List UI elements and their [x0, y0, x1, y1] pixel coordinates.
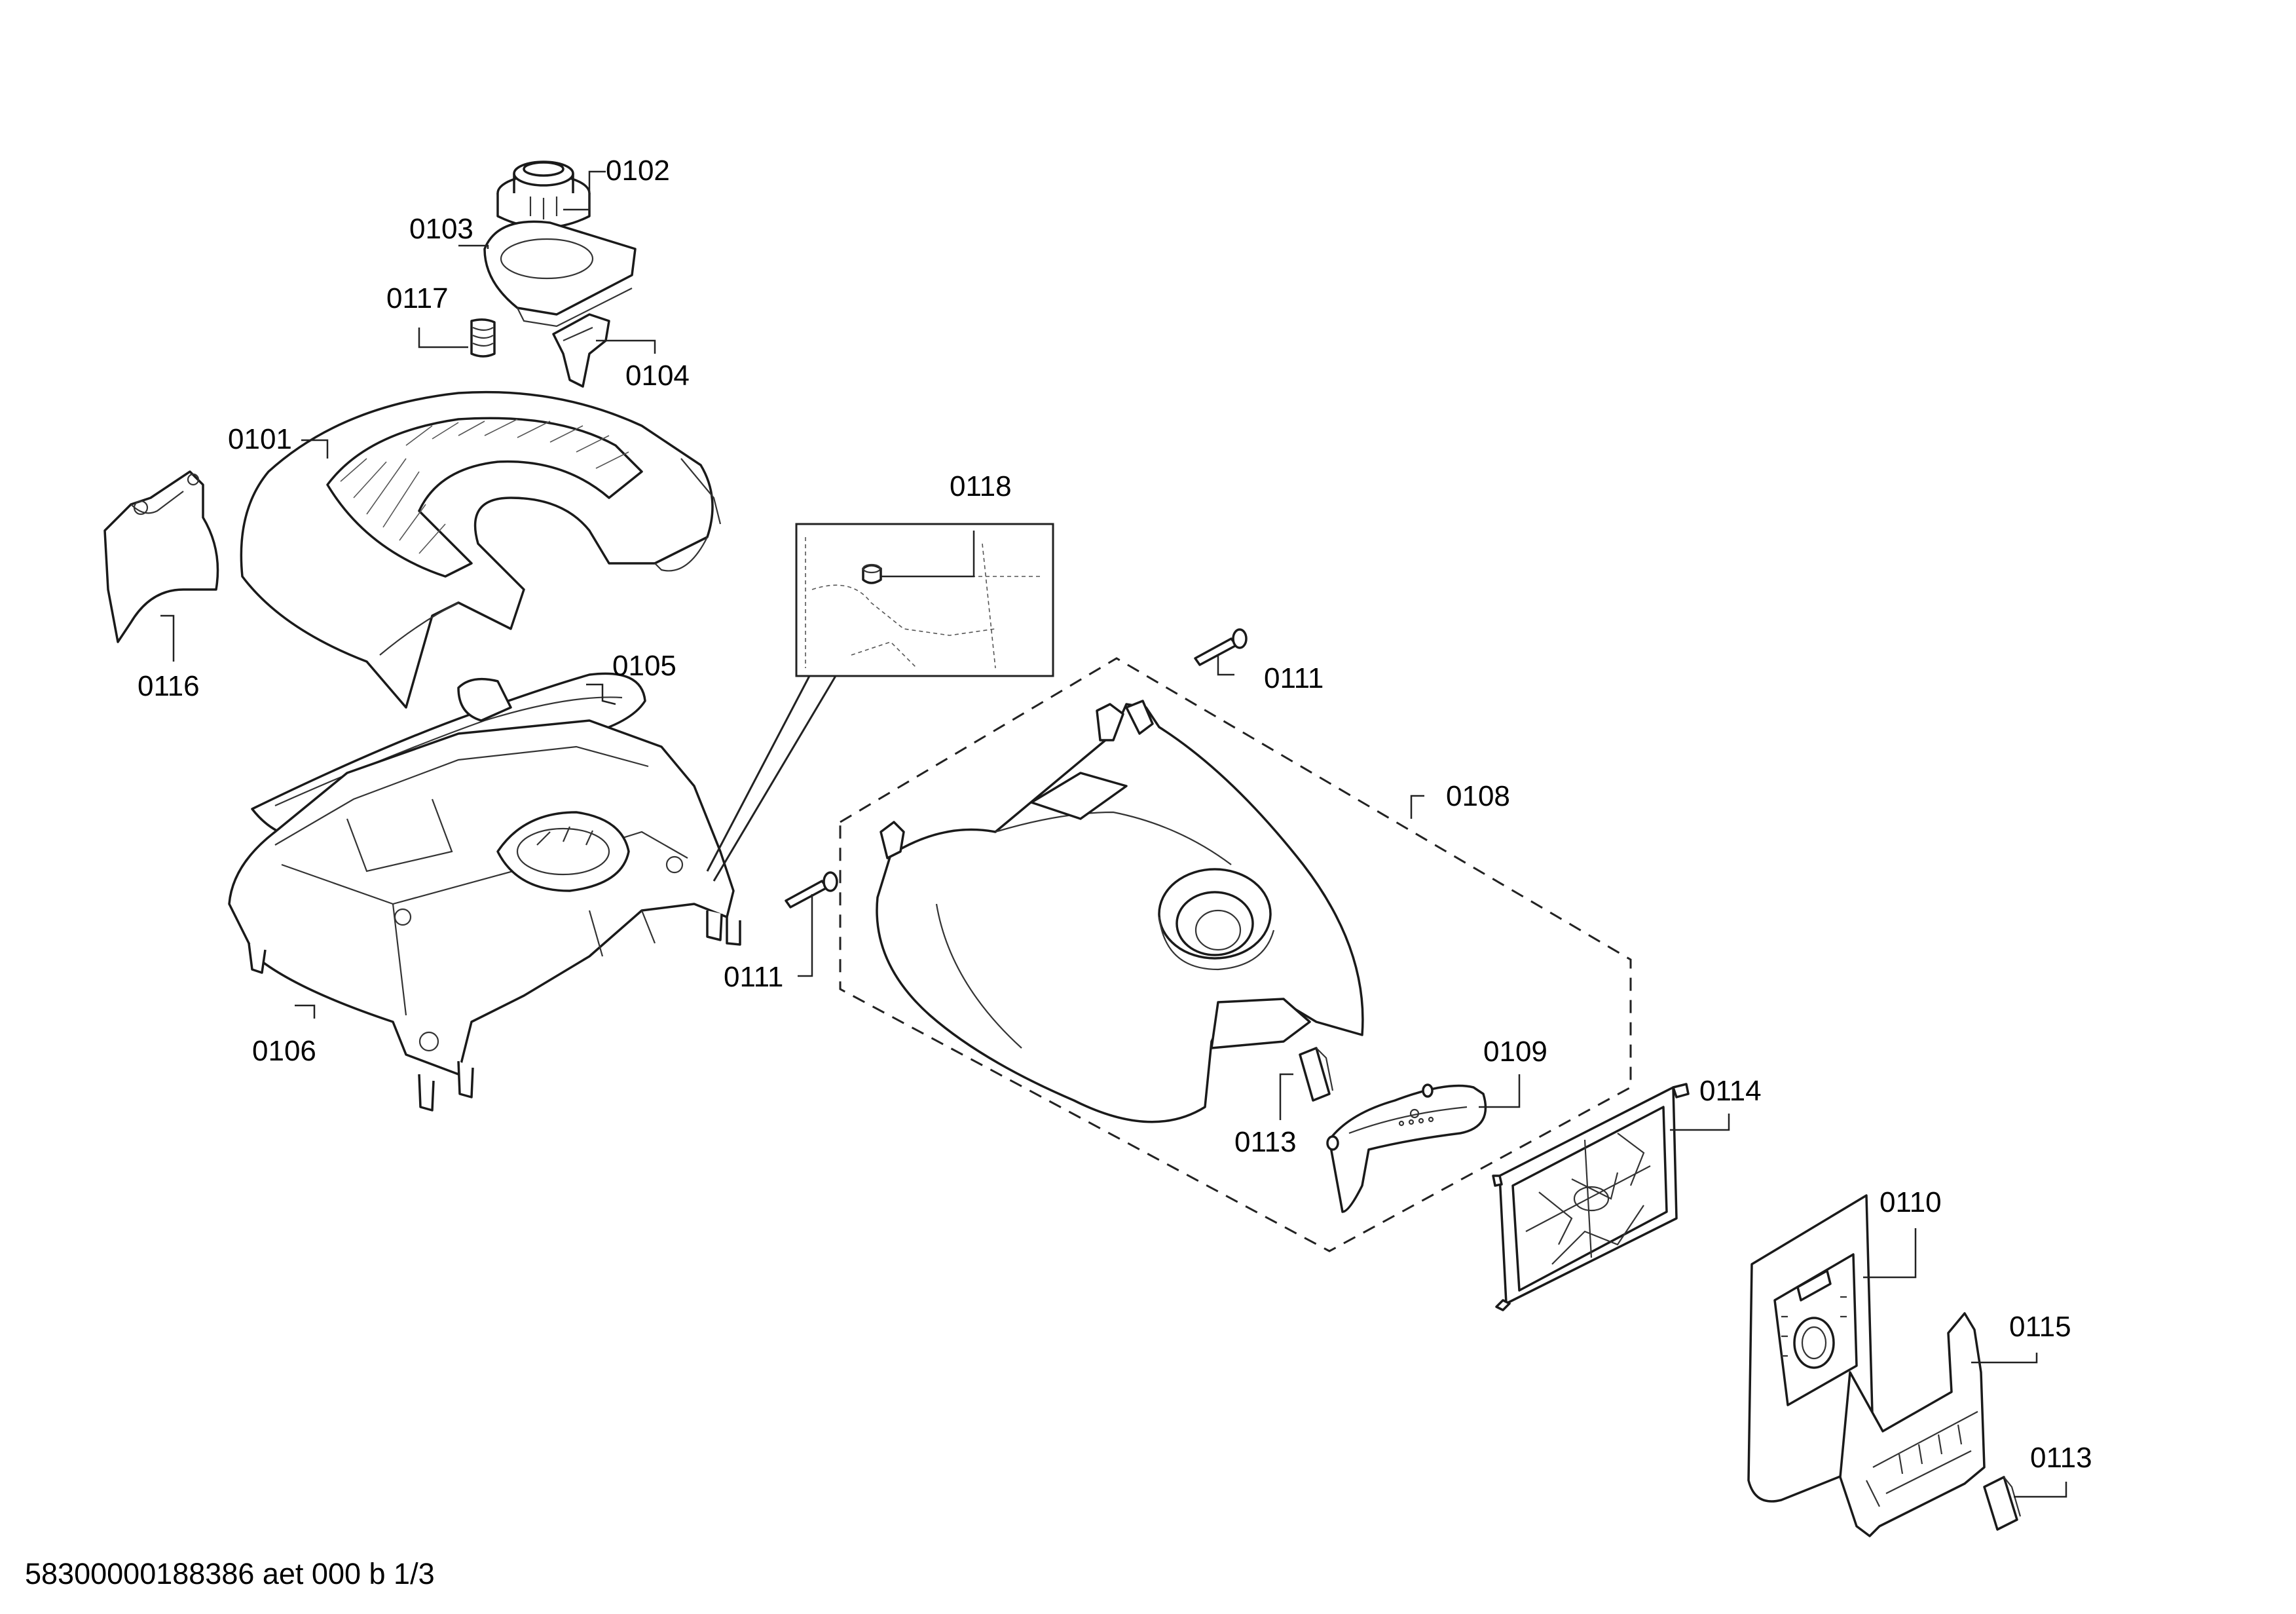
- label-0116: 0116: [138, 670, 200, 702]
- leader-0115: [1971, 1353, 2038, 1364]
- part-0111-pin-lower: [785, 871, 838, 909]
- label-0101: 0101: [228, 423, 292, 455]
- part-0113-clip-a: [1299, 1047, 1334, 1102]
- leader-0114: [1670, 1114, 1730, 1131]
- document-footer-id: 58300000188386 aet 000 b 1/3: [25, 1557, 435, 1590]
- leader-0113-a: [1279, 1073, 1293, 1120]
- label-0115: 0115: [2009, 1311, 2071, 1343]
- part-0116-side-bracket: [103, 470, 219, 643]
- leader-0109: [1479, 1074, 1521, 1108]
- label-0114: 0114: [1699, 1075, 1762, 1107]
- leader-0101: [301, 439, 329, 459]
- part-0109-handle: [1326, 1083, 1487, 1213]
- label-0106: 0106: [252, 1035, 316, 1067]
- leader-0116: [160, 614, 175, 662]
- label-0111-upper: 0111: [1264, 662, 1324, 694]
- leader-0108: [1410, 795, 1424, 819]
- label-0117: 0117: [386, 282, 449, 314]
- leader-0111-upper: [1217, 655, 1234, 676]
- part-0108-upper-housing: [876, 700, 1364, 1123]
- part-0101-top-cover: [240, 390, 722, 709]
- part-0113-clip-b: [1983, 1476, 2022, 1531]
- leader-0113-b: [2014, 1482, 2067, 1498]
- leader-0106: [295, 1004, 316, 1019]
- part-0102-knob: [496, 160, 591, 229]
- label-0105: 0105: [612, 650, 676, 682]
- part-0118-detail-box: [706, 523, 1054, 882]
- label-0102: 0102: [606, 155, 670, 187]
- label-0108: 0108: [1446, 780, 1510, 812]
- label-0113-a: 0113: [1234, 1126, 1297, 1158]
- part-0103-plate: [483, 220, 637, 328]
- part-0111-pin-upper: [1194, 628, 1248, 666]
- group-0108-dashed-outline: [839, 657, 1632, 1252]
- label-0103: 0103: [409, 213, 473, 245]
- part-0115-bag-holder: [1839, 1312, 1986, 1537]
- label-0118: 0118: [950, 470, 1012, 502]
- part-0110-dust-bag: [1747, 1194, 1874, 1503]
- label-0111-lower: 0111: [724, 961, 783, 993]
- part-0117-spring: [470, 318, 496, 358]
- part-0106-base-housing: [228, 719, 741, 1112]
- label-0109: 0109: [1483, 1036, 1547, 1068]
- label-0113-b: 0113: [2030, 1442, 2092, 1474]
- label-0104: 0104: [625, 360, 690, 392]
- leader-0110: [1863, 1228, 1917, 1279]
- label-0110: 0110: [1879, 1186, 1942, 1218]
- part-0114-filter-frame: [1492, 1083, 1690, 1311]
- leader-0105: [586, 683, 616, 705]
- part-0104-latch: [552, 313, 610, 388]
- leaders-top: [418, 170, 656, 354]
- leader-0111-lower: [798, 894, 813, 977]
